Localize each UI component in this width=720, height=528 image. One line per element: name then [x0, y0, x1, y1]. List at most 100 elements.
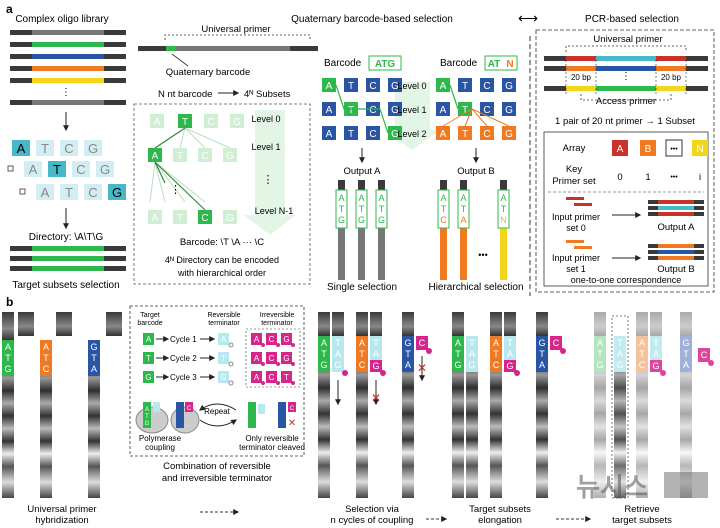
- svg-text:A: A: [639, 338, 645, 348]
- svg-text:A: A: [507, 349, 513, 359]
- pcr-strands: ⋮: [544, 56, 708, 94]
- target-subsets-caption: Target subsets selection: [12, 280, 119, 291]
- svg-text:C: C: [43, 364, 50, 374]
- tree-lines: [149, 127, 231, 203]
- svg-text:T: T: [53, 162, 61, 177]
- subsets-label: 4ᴺ Subsets: [244, 89, 291, 100]
- svg-text:C: C: [483, 81, 490, 92]
- mlevel-2: Level 2: [397, 129, 426, 139]
- only-l2: terminator cleaved: [239, 443, 305, 452]
- svg-text:T: T: [41, 141, 49, 156]
- tree-box: [133, 103, 311, 285]
- svg-text:C: C: [207, 117, 214, 128]
- svg-text:T: T: [379, 204, 385, 214]
- selection-l2: n cycles of coupling: [331, 515, 414, 526]
- svg-text:A: A: [221, 335, 227, 344]
- level-0-label: Level 0: [251, 114, 280, 124]
- svg-text:T: T: [639, 349, 645, 359]
- hybridization-l1: Universal primer: [27, 504, 96, 515]
- input-set0-l2: set 0: [566, 223, 586, 233]
- panel-b-label: b: [6, 295, 13, 309]
- svg-text:A: A: [152, 213, 159, 224]
- output-a-label: Output A: [344, 166, 382, 177]
- poly-l2: coupling: [145, 443, 175, 452]
- svg-text:G: G: [391, 129, 399, 140]
- svg-text:⋮: ⋮: [621, 71, 631, 82]
- svg-text:A: A: [469, 349, 475, 359]
- inset-target-l2: barcode: [137, 320, 162, 327]
- output-a-strands: [648, 200, 704, 216]
- svg-text:A: A: [326, 105, 333, 116]
- input-set1-l2: set 1: [566, 264, 586, 274]
- input-set0-l1: Input primer: [552, 212, 600, 222]
- barcode-a-label: Barcode: [324, 58, 362, 69]
- svg-text:G: G: [682, 338, 689, 348]
- pcr-universal-primer: Universal primer: [593, 34, 662, 45]
- pcr-output-a: Output A: [658, 222, 696, 233]
- svg-text:T: T: [284, 373, 289, 382]
- svg-text:A: A: [440, 193, 446, 203]
- svg-text:G: G: [372, 361, 379, 371]
- svg-text:C: C: [290, 406, 295, 412]
- svg-text:C: C: [493, 360, 500, 370]
- pcr-title: PCR-based selection: [585, 14, 679, 25]
- primer-ratio: 1 pair of 20 nt primer → 1 Subset: [555, 116, 695, 127]
- svg-text:T: T: [469, 338, 475, 348]
- target-subset-strands: [10, 246, 126, 271]
- svg-text:T: T: [65, 185, 73, 200]
- svg-text:C: C: [483, 105, 490, 116]
- svg-text:C: C: [701, 350, 708, 360]
- svg-text:C: C: [88, 185, 97, 200]
- svg-text:C: C: [553, 338, 560, 348]
- svg-text:A: A: [145, 407, 149, 413]
- svg-text:A: A: [146, 335, 152, 344]
- inset-rev-l2: terminator: [208, 320, 240, 327]
- directory-note-2: with hierarchical order: [177, 268, 266, 278]
- svg-text:G: G: [391, 81, 399, 92]
- irrev-grid: A C G A C G A C T: [251, 333, 295, 385]
- barcode-atg: ATG: [375, 59, 396, 70]
- primer-set-label: Primer set: [552, 176, 596, 187]
- svg-text:A: A: [358, 193, 364, 203]
- svg-text:Cycle 2: Cycle 2: [170, 354, 197, 363]
- cycle-rows: A T G Cycle 1 Cycle 2 Cycle 3 A T G: [143, 333, 234, 386]
- retrieve-l1: Retrieve: [624, 504, 659, 515]
- svg-text:G: G: [145, 373, 151, 382]
- nnt-barcode-label: N nt barcode: [158, 89, 212, 100]
- svg-text:T: T: [177, 151, 183, 162]
- svg-text:G: G: [112, 185, 122, 200]
- svg-text:G: G: [283, 354, 289, 363]
- svg-text:•••: •••: [478, 250, 487, 260]
- svg-text:G: G: [505, 129, 513, 140]
- stage-elongation: A T G T A G A T C T A G G T A C: [452, 312, 566, 498]
- svg-text:A: A: [378, 193, 384, 203]
- svg-text:C: C: [64, 141, 73, 156]
- svg-text:A: A: [373, 349, 379, 359]
- svg-text:A: A: [405, 360, 411, 370]
- svg-text:G: G: [233, 117, 241, 128]
- svg-text:C: C: [76, 162, 85, 177]
- array-box: [543, 131, 709, 287]
- quaternary-title: Quaternary barcode-based selection: [291, 14, 453, 25]
- input-set-1: [566, 240, 592, 249]
- svg-text:T: T: [359, 204, 365, 214]
- svg-text:T: T: [177, 213, 183, 224]
- svg-text:T: T: [321, 349, 327, 359]
- access-primer: Access primer: [596, 96, 656, 107]
- svg-text:A: A: [5, 342, 11, 352]
- single-selection-label: Single selection: [327, 282, 397, 293]
- svg-text:G: G: [652, 361, 659, 371]
- svg-text:C: C: [201, 213, 208, 224]
- key-1: 1: [645, 172, 650, 183]
- output-b-strands: [648, 244, 704, 260]
- svg-text:T: T: [501, 204, 507, 214]
- svg-text:G: G: [468, 360, 475, 370]
- only-l1: Only reversible: [245, 434, 299, 443]
- svg-text:C: C: [201, 151, 208, 162]
- svg-text:T: T: [441, 204, 447, 214]
- svg-text:T: T: [683, 349, 689, 359]
- svg-text:B: B: [645, 144, 652, 155]
- svg-text:A: A: [254, 335, 260, 344]
- svg-text:G: G: [505, 81, 513, 92]
- hybridization-l2: hybridization: [35, 515, 88, 526]
